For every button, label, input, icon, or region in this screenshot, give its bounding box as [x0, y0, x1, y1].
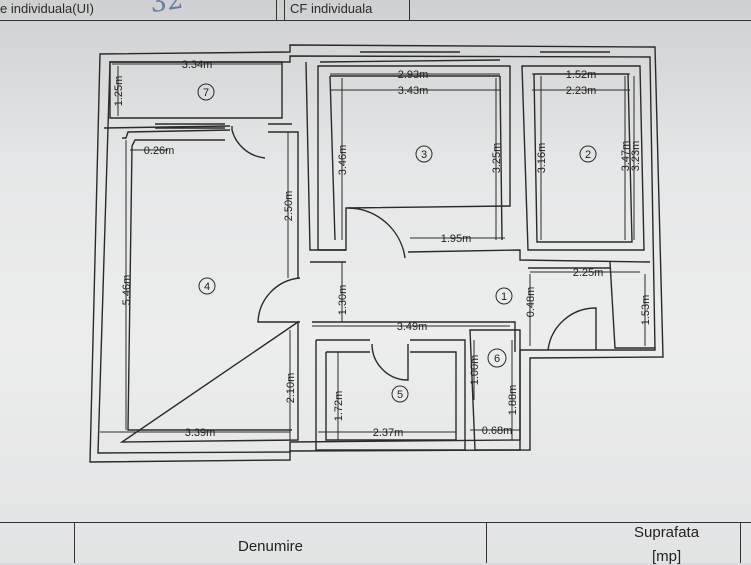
room-3-walls — [317, 65, 511, 251]
header-divider-2 — [284, 0, 285, 20]
room-4-marker — [198, 277, 216, 295]
dim-339: 3.39m — [185, 427, 216, 439]
dim-195: 1.95m — [441, 233, 472, 245]
entry-walls — [609, 261, 655, 349]
door-5 — [371, 343, 409, 381]
room-3-marker — [415, 145, 433, 163]
dim-153: 1.53m — [640, 295, 652, 326]
room-1-marker — [495, 287, 513, 305]
room-6-marker — [487, 348, 507, 368]
dim-546: 5.46m — [121, 275, 133, 306]
dim-026: 0.26m — [144, 145, 175, 157]
room-5-inner — [325, 351, 457, 441]
dim-130: 1.30m — [337, 285, 349, 316]
outer-wall-inner — [97, 55, 656, 454]
door-entry — [547, 307, 597, 351]
room-5-number: 5 — [397, 389, 403, 401]
table-divider-2 — [486, 522, 487, 563]
header-right-label: CF individuala — [290, 1, 373, 16]
room-6-walls — [469, 329, 521, 451]
table-top-rule — [0, 522, 751, 523]
dim-293: 2.93m — [398, 69, 429, 81]
dim-334: 3.34m — [182, 59, 213, 71]
room-3-inner — [329, 75, 503, 241]
room-2-marker — [579, 145, 597, 163]
room-2-walls — [521, 65, 645, 251]
column-unit: [mp] — [652, 548, 682, 565]
dim-323: 3.23m — [630, 141, 642, 172]
dim-210: 2.10m — [285, 373, 297, 404]
room-7-bottom — [103, 123, 292, 129]
dim-048: 0.48m — [525, 287, 537, 318]
dim-349: 3.49m — [397, 321, 428, 333]
outer-wall — [89, 44, 664, 463]
dim-347: 3.47m — [620, 141, 632, 172]
window-marks — [155, 51, 610, 129]
room-4-number: 4 — [204, 281, 210, 293]
dim-172: 1.72m — [333, 391, 345, 422]
dim-188: 1.88m — [507, 385, 519, 416]
header-divider-3 — [409, 0, 410, 20]
room-6-number: 6 — [494, 353, 500, 365]
dim-152: 1.52m — [566, 69, 597, 81]
dim-325: 3.25m — [491, 143, 503, 174]
dim-125: 1.25m — [113, 76, 125, 107]
dim-223: 2.23m — [566, 85, 597, 97]
dim-316: 3.16m — [536, 143, 548, 174]
door-3 — [347, 207, 406, 259]
room-7-marker — [197, 83, 215, 101]
hall-walls — [305, 61, 651, 352]
room-4-inner — [127, 139, 292, 431]
room-3-number: 3 — [421, 149, 427, 161]
room-7-number: 7 — [203, 87, 209, 99]
dim-343: 3.43m — [398, 85, 429, 97]
dim-100: 1.00m — [469, 355, 481, 386]
column-suprafata: Suprafata — [634, 524, 700, 541]
column-denumire: Denumire — [238, 538, 304, 555]
room-5-marker — [391, 385, 409, 403]
header-divider-1 — [276, 0, 277, 20]
dim-346: 3.46m — [337, 145, 349, 176]
dim-068: 0.68m — [482, 425, 513, 437]
room-1-number: 1 — [501, 291, 507, 303]
room-2-number: 2 — [585, 149, 591, 161]
room-7-walls — [109, 61, 283, 119]
dim-237: 2.37m — [373, 427, 404, 439]
header-rule — [0, 20, 751, 21]
header-left-label: e individuala(UI) — [0, 1, 94, 16]
dim-250: 2.50m — [283, 191, 295, 222]
room-4-walls — [119, 129, 299, 443]
door-7 — [231, 126, 266, 159]
table-divider-1 — [74, 522, 75, 563]
table-divider-3 — [740, 522, 741, 563]
door-4 — [257, 277, 301, 323]
room-2-inner — [533, 73, 633, 243]
room-5-walls — [315, 339, 466, 451]
dim-225: 2.25m — [573, 267, 604, 279]
